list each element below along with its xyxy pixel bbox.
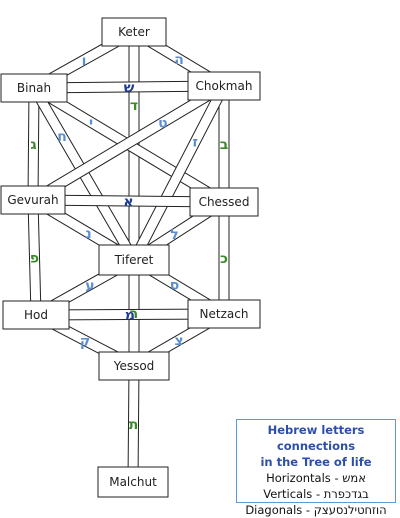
sefira-label-yessod: Yessod [113, 359, 155, 373]
sefira-label-binah: Binah [17, 81, 51, 95]
path-yessod-malchut [127, 365, 140, 483]
letter-yessod-malchut: ת [129, 417, 139, 433]
sefira-label-tiferet: Tiferet [114, 253, 154, 267]
letter-chessed-tiferet: ל [170, 227, 178, 243]
path-binah-gevurah [27, 87, 40, 201]
path-gevurah-hod [27, 199, 42, 316]
letter-tiferet-hod: ע [85, 278, 94, 294]
sefira-gevurah: Gevurah [0, 185, 66, 215]
sefira-label-keter: Keter [118, 25, 150, 39]
sefira-tiferet: Tiferet [98, 244, 170, 276]
sefira-netzach: Netzach [187, 299, 261, 329]
sefira-label-hod: Hod [24, 308, 48, 322]
sefira-binah: Binah [0, 73, 68, 103]
sefira-label-chokmah: Chokmah [196, 79, 253, 93]
legend-box: Hebrew letters connections in the Tree o… [236, 419, 396, 517]
sefira-hod: Hod [2, 300, 70, 330]
letter-keter-chokmah: ה [174, 52, 184, 68]
letter-gevurah-tiferet: נ [85, 226, 91, 242]
sefira-yessod: Yessod [98, 351, 170, 381]
letter-tiferet-netzach: ס [170, 277, 180, 293]
letter-binah-gevurah: ג [30, 137, 36, 153]
letter-chokmah-tiferet: ז [192, 135, 198, 151]
legend-title-line2: in the Tree of life [260, 455, 372, 469]
sefira-chokmah: Chokmah [187, 71, 261, 101]
letter-keter-binah: ו [82, 53, 87, 69]
letter-netzach-yessod: צ [174, 333, 183, 349]
letter-chokmah-chessed: ב [220, 137, 229, 153]
letter-gevurah-hod: פ [30, 251, 39, 267]
legend-verticals: Verticals - בגדכפרת [263, 487, 369, 501]
letter-binah-chokmah: ש [124, 80, 135, 96]
sefira-label-gevurah: Gevurah [7, 193, 58, 207]
path-chokmah-tiferet [129, 83, 229, 263]
legend-horizontals: Horizontals - אמש [266, 471, 366, 485]
letter-chokmah-gevurah: ט [158, 115, 168, 131]
letter-gevurah-chessed: א [123, 194, 133, 210]
letter-keter-tiferet: ד [130, 98, 138, 114]
letter-chessed-netzach: כ [220, 251, 228, 267]
letters-layer: ו ה דש ג ח י ב ז ט א פ נ כ ל ר ע ס מ ק צ ת [30, 52, 228, 433]
letter-binah-chessed: י [89, 115, 93, 131]
sefira-label-malchut: Malchut [109, 475, 157, 489]
sefira-keter: Keter [101, 17, 167, 47]
letter-hod-netzach: מ [125, 308, 135, 324]
sefira-label-chessed: Chessed [199, 195, 250, 209]
legend-diagonals: Diagonals - הוזחטילנסעצק [245, 503, 387, 517]
sefira-label-netzach: Netzach [200, 307, 249, 321]
sefira-chessed: Chessed [189, 187, 259, 217]
letter-binah-tiferet: ח [57, 129, 67, 145]
path-chokmah-gevurah [30, 81, 227, 205]
legend-title-line1: Hebrew letters connections [267, 423, 365, 453]
letter-tiferet-yessod: ר [130, 306, 138, 322]
letter-hod-yessod: ק [80, 334, 90, 350]
sefira-malchut: Malchut [97, 466, 169, 498]
